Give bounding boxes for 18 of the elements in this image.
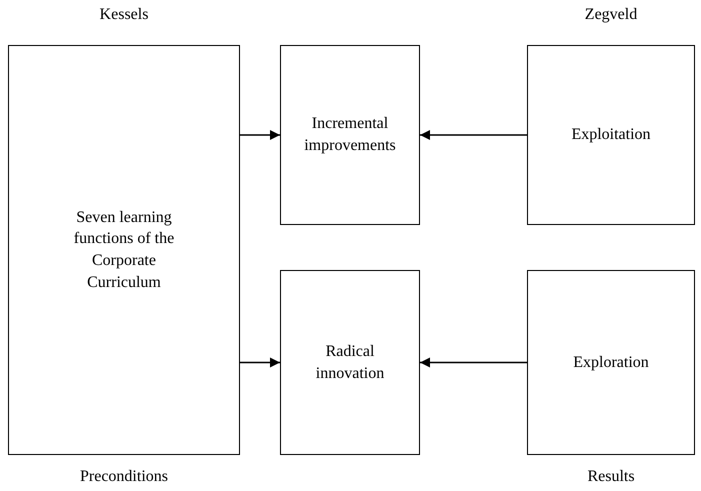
arrow	[240, 130, 280, 140]
box-text: Seven learning functions of the Corporate Curriculum	[72, 208, 176, 293]
column-heading: Results	[587, 468, 635, 486]
arrow	[420, 130, 527, 140]
process-box	[280, 270, 420, 455]
process-box	[8, 45, 240, 455]
process-box	[527, 45, 695, 225]
column-heading: Preconditions	[80, 468, 168, 486]
box-text: Radical innovation	[314, 342, 386, 384]
column-heading: Kessels	[100, 6, 148, 24]
box-text: Exploration	[572, 352, 650, 373]
box-text: Exploitation	[570, 125, 652, 146]
column-heading: Zegveld	[584, 6, 638, 24]
arrow	[240, 358, 280, 368]
process-box	[527, 270, 695, 455]
arrow	[420, 358, 527, 368]
box-text: Incremental improvements	[303, 114, 397, 156]
process-box	[280, 45, 420, 225]
